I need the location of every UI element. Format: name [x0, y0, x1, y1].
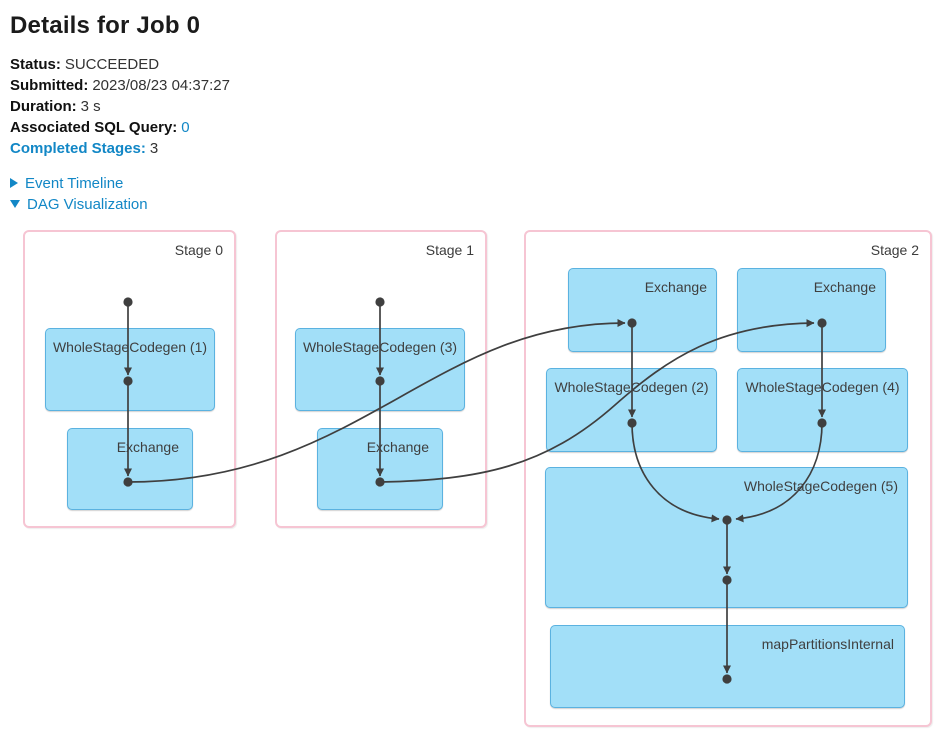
job-header: Details for Job 0 Status:SUCCEEDED Submi…: [10, 12, 230, 215]
dag-visualization: Stage 0 WholeStageCodegen (1) Exchange S…: [0, 225, 947, 750]
associated-sql-query-row: Associated SQL Query:0: [10, 117, 230, 138]
operator-mappartitionsinternal: mapPartitionsInternal: [550, 625, 905, 708]
operator-exchange-stage2-left: Exchange: [568, 268, 717, 352]
job-properties: Status:SUCCEEDED Submitted:2023/08/23 04…: [10, 54, 230, 159]
operator-wholestagecodegen-4: WholeStageCodegen (4): [737, 368, 908, 452]
operator-wholestagecodegen-5: WholeStageCodegen (5): [545, 467, 908, 608]
duration-row: Duration:3 s: [10, 96, 230, 117]
submitted-label: Submitted:: [10, 77, 89, 94]
stage-1-label: Stage 1: [425, 242, 474, 258]
collapsible-sections: Event Timeline DAG Visualization: [10, 173, 230, 215]
status-value: SUCCEEDED: [64, 56, 160, 73]
event-timeline-toggle[interactable]: Event Timeline: [10, 173, 230, 194]
completed-stages-row: Completed Stages:3: [10, 138, 230, 159]
submitted-value: 2023/08/23 04:37:27: [92, 77, 230, 94]
page-title: Details for Job 0: [10, 12, 201, 39]
duration-label: Duration:: [10, 98, 77, 115]
event-timeline-label: Event Timeline: [25, 175, 124, 192]
completed-stages-link[interactable]: Completed Stages:: [10, 140, 146, 157]
status-label: Status:: [10, 56, 61, 73]
status-row: Status:SUCCEEDED: [10, 54, 230, 75]
triangle-down-icon: [10, 200, 20, 208]
dag-visualization-label: DAG Visualization: [27, 196, 148, 213]
operator-exchange-stage1: Exchange: [317, 428, 443, 510]
dag-visualization-toggle[interactable]: DAG Visualization: [10, 194, 230, 215]
submitted-row: Submitted:2023/08/23 04:37:27: [10, 75, 230, 96]
operator-exchange-stage2-right: Exchange: [737, 268, 886, 352]
triangle-right-icon: [10, 178, 18, 188]
operator-wholestagecodegen-1: WholeStageCodegen (1): [45, 328, 215, 411]
stage-2-label: Stage 2: [870, 242, 919, 258]
associated-sql-query-label: Associated SQL Query:: [10, 119, 178, 136]
associated-sql-query-link[interactable]: 0: [181, 119, 190, 136]
duration-value: 3 s: [80, 98, 101, 115]
operator-exchange-stage0: Exchange: [67, 428, 193, 510]
operator-wholestagecodegen-3: WholeStageCodegen (3): [295, 328, 465, 411]
completed-stages-value: 3: [149, 140, 159, 157]
operator-wholestagecodegen-2: WholeStageCodegen (2): [546, 368, 717, 452]
stage-0-label: Stage 0: [174, 242, 223, 258]
